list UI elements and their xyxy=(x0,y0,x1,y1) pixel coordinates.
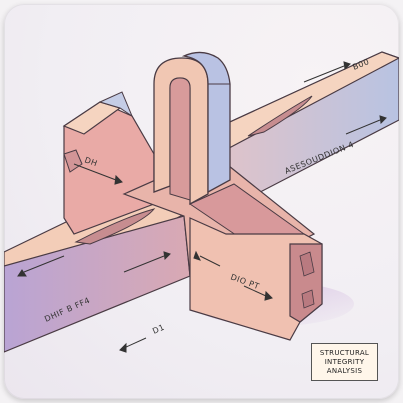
badge-line-2: INTEGRITY xyxy=(324,357,365,366)
front-block xyxy=(189,217,323,341)
label-left-block: DH xyxy=(83,155,98,168)
badge-line-1: STRUCTURAL xyxy=(319,348,370,357)
vertical-tenon xyxy=(153,51,231,206)
diagram-frame: B00 ASESOUDDION 4 DH DHIF B FF4 D1 DIO P… xyxy=(4,4,399,399)
label-front-beam-lower: D1 xyxy=(151,323,166,336)
annotation-arrows xyxy=(17,61,387,353)
structural-integrity-badge: STRUCTURAL INTEGRITY ANALYSIS xyxy=(311,343,378,381)
left-block xyxy=(62,91,155,235)
badge-line-3: ANALYSIS xyxy=(326,366,363,375)
joint-diagram: B00 ASESOUDDION 4 DH DHIF B FF4 D1 DIO P… xyxy=(4,51,399,353)
